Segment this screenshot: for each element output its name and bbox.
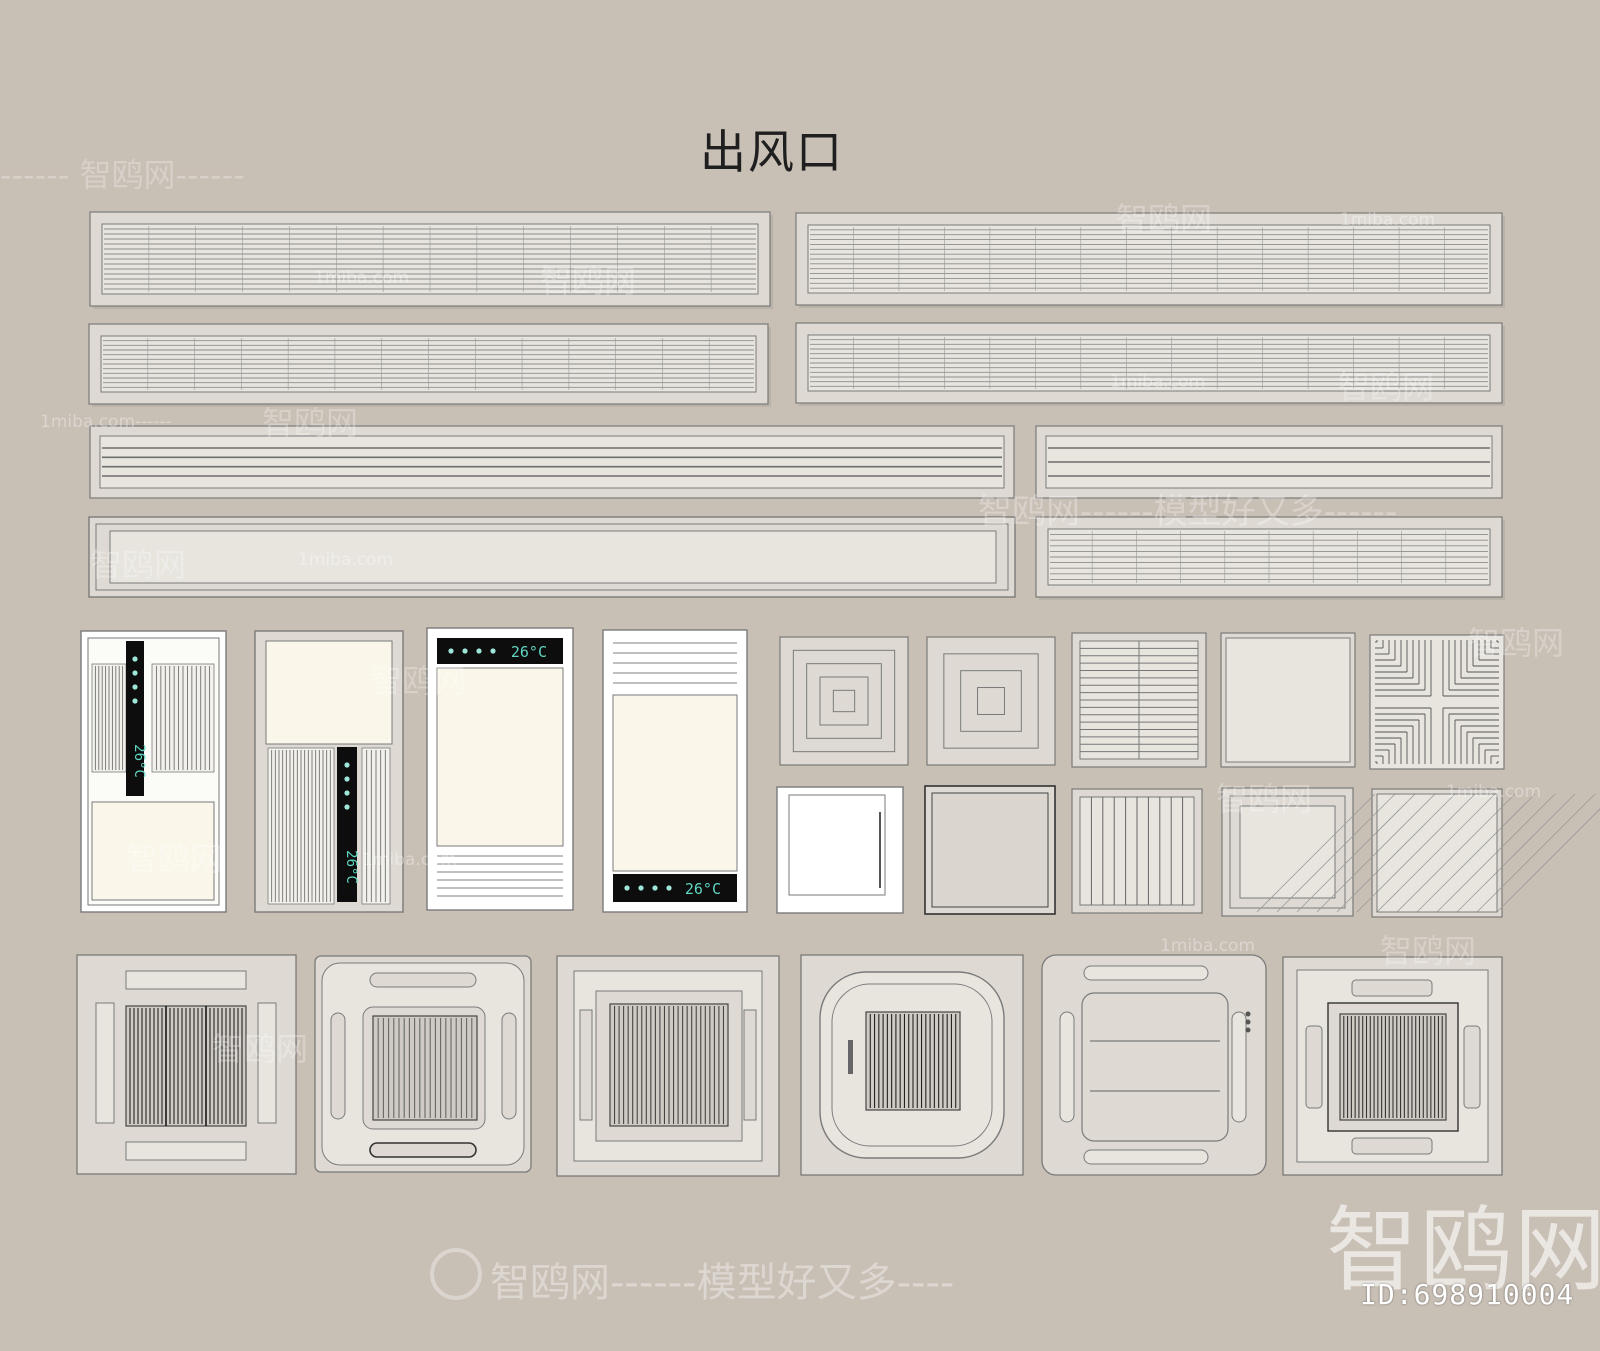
cassette-ac-2 xyxy=(314,955,532,1173)
linear-grille-1 xyxy=(89,211,773,309)
square-diffuser-2 xyxy=(926,636,1056,766)
louver-grille-vertical xyxy=(1071,788,1203,914)
temperature-readout: 26°C xyxy=(511,643,547,661)
cassette-ac-3 xyxy=(556,955,780,1177)
slot-grille-long xyxy=(89,425,1015,499)
linear-grille-2 xyxy=(795,212,1505,308)
access-panel-white xyxy=(776,786,904,914)
plain-access-panel-1 xyxy=(1220,632,1356,768)
temperature-readout: 26°C xyxy=(343,850,359,884)
cassette-ac-6 xyxy=(1282,956,1503,1176)
model-id-label: ID:698910004 xyxy=(1360,1278,1575,1311)
temperature-readout: 26°C xyxy=(131,744,147,778)
slot-grille-frame xyxy=(88,516,1016,598)
slot-grille-short xyxy=(1035,425,1503,499)
linear-grille-3 xyxy=(88,323,771,407)
brand-logo-icon xyxy=(430,1248,482,1300)
bath-heater-3: 26°C xyxy=(426,627,574,911)
cassette-ac-1 xyxy=(76,954,297,1175)
bath-heater-1: 26°C xyxy=(80,630,227,913)
linear-grille-5 xyxy=(1035,516,1505,600)
framed-access-panel xyxy=(1221,787,1354,917)
hatched-access-panel xyxy=(1256,788,1600,918)
four-way-square-diffuser xyxy=(1369,634,1505,770)
linear-grille-4 xyxy=(795,322,1505,406)
cassette-ac-5 xyxy=(1041,954,1267,1176)
temperature-readout: 26°C xyxy=(685,880,721,898)
access-panel-dark-frame xyxy=(924,785,1056,915)
square-diffuser-1 xyxy=(779,636,909,766)
page-title: 出风口 xyxy=(700,125,844,179)
cassette-ac-4 xyxy=(800,954,1024,1176)
louver-grille-horizontal xyxy=(1071,632,1207,768)
bath-heater-2: 26°C xyxy=(254,630,404,913)
bath-heater-4: 26°C xyxy=(602,629,748,913)
